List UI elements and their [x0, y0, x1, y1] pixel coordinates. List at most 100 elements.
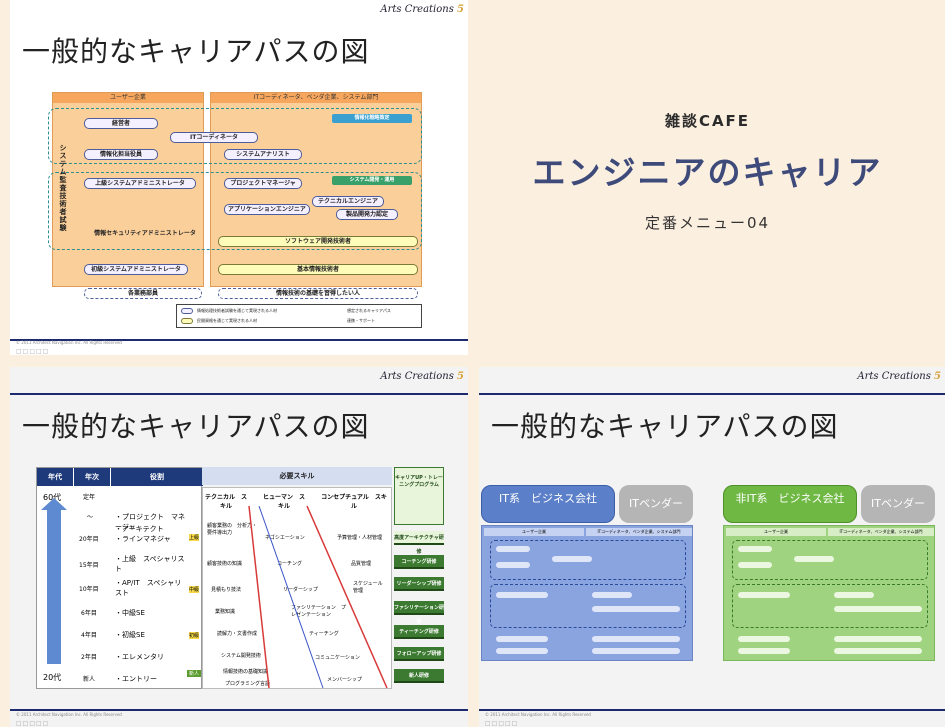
year-2: 20年目 — [79, 536, 99, 543]
strategy-group — [48, 108, 422, 164]
brand-logo: Arts Creations 5 — [380, 371, 464, 382]
beginner-mark-icon: 新人 — [187, 670, 201, 677]
legend-l3: 想定されるキャリアパス — [347, 308, 391, 313]
role-3: ・上級 スペシャリスト — [115, 555, 185, 573]
slide-career-path-diagram[interactable]: Arts Creations 5 一般的なキャリアパスの図 ユーザー企業 ITコ… — [10, 0, 468, 355]
age-top: 60代 — [43, 493, 62, 502]
brand-text: Arts Creations — [380, 4, 454, 15]
pill-software: ソフトウェア開発技術者 — [218, 236, 418, 247]
non-it-mini-right: ITコーディネータ、ベンダ企業、システム部門 — [828, 528, 934, 536]
program-0: 高度アーキテクチャ研修 — [394, 531, 444, 555]
skill-col-2: コンセプチュアル スキル — [321, 494, 387, 510]
role-1: ・アーキテクト — [115, 525, 164, 533]
pill-sysadmin: 上級システムアドミニストレータ — [84, 178, 196, 189]
slide-skill-table[interactable]: Arts Creations 5 一般的なキャリアパスの図 年代 年次 役割 6… — [10, 367, 468, 727]
human-6: メンバーシップ — [327, 677, 362, 683]
program-6: 新人研修 — [394, 669, 444, 683]
head-skill: 必要スキル — [202, 467, 392, 485]
tag-strategy: 情報化戦略策定 — [332, 114, 412, 123]
age-bottom: 20代 — [43, 673, 62, 682]
career-diagram: ユーザー企業 ITコーディネータ、ベンダ企業、システム部門 情報化戦略策定 シス… — [48, 92, 422, 330]
skill-area: テクニカル スキル ヒューマン スキル コンセプチュアル スキル 顧客業務の 分… — [202, 487, 392, 689]
slide-bottom-line — [479, 709, 945, 711]
human-2: リーダーシップ — [283, 587, 318, 593]
vertical-audit-label: システム監査技術者試験 — [59, 144, 67, 232]
year-7: 2年目 — [81, 654, 97, 661]
tech-6: 情報技術の基礎知識 — [223, 669, 269, 675]
year-4: 10年目 — [79, 586, 99, 593]
pill-analyst: システムアナリスト — [224, 149, 302, 160]
pill-learner: 情報技術の基礎を習得したい人 — [218, 288, 418, 299]
col-vendor: ITコーディネータ、ベンダ企業、システム部門 — [210, 92, 422, 287]
level-low: 初級 — [189, 632, 200, 639]
pill-manager: 経営者 — [84, 118, 158, 129]
tech-4: 読解力・文書作成 — [217, 631, 258, 637]
pill-product: 製品開発力認定 — [336, 209, 398, 220]
tech-1: 顧客技術の知識 — [207, 561, 243, 567]
col-user-head: ユーザー企業 — [53, 93, 203, 103]
non-it-company-box: 非IT系 ビジネス会社 — [723, 485, 857, 523]
legend-l1: 情報処理技術者試験を通じて実現される人材 — [197, 308, 277, 313]
age-arrow-head — [41, 498, 67, 510]
pill-pm: プロジェクトマネージャ — [224, 178, 302, 189]
copyright: © 2011 Architect Navigation Inc. All Rig… — [16, 712, 122, 717]
brand-num: 5 — [457, 371, 464, 382]
level-mid: 中級 — [189, 586, 200, 593]
skill-col-0: テクニカル スキル — [205, 494, 248, 510]
concept-1: 品質管理 — [351, 561, 372, 567]
skill-col-1: ヒューマン スキル — [262, 494, 305, 510]
tech-7: プログラミング言語 — [225, 681, 271, 687]
it-mini-left: ユーザー企業 — [484, 528, 584, 536]
heading-title: エンジニアのキャリア — [532, 153, 883, 192]
tech-5: システム開発技術 — [221, 653, 261, 659]
pill-beginner: 初級システムアドミニストレータ — [84, 264, 188, 275]
tech-2: 見積もり技法 — [211, 587, 242, 593]
pill-appeng: アプリケーションエンジニア — [224, 204, 310, 215]
human-1: コーチング — [277, 561, 303, 567]
year-6: 4年目 — [81, 632, 97, 639]
pill-itc: ITコーディネータ — [170, 132, 258, 143]
non-it-vendor-box: ITベンダー — [861, 485, 935, 523]
it-company-box: IT系 ビジネス会社 — [481, 485, 615, 523]
level-high: 上級 — [189, 534, 200, 541]
brand-text: Arts Creations — [380, 371, 454, 382]
slide-title: 一般的なキャリアパスの図 — [491, 410, 839, 443]
program-1: コーチング研修 — [394, 555, 444, 569]
head-role: 役割 — [111, 468, 203, 486]
program-4: ティーチング研修 — [394, 625, 444, 639]
it-mini-diagram: ユーザー企業 ITコーディネータ、ベンダ企業、システム部門 — [481, 525, 693, 661]
pill-security: 情報セキュリティアドミニストレータ — [94, 230, 196, 237]
human-0: ネゴシエーション — [265, 535, 305, 541]
role-0: ・プロジェクト マネージャ — [115, 513, 185, 531]
pill-basic: 基本情報技術者 — [218, 264, 418, 275]
year-1: 〜 — [87, 514, 94, 521]
program-3: ファシリテーション研修 — [394, 601, 444, 625]
role-7: ・エレメンタリ — [115, 653, 164, 661]
heading-menu-label: 定番メニュー04 — [644, 214, 771, 232]
non-it-mini-left: ユーザー企業 — [726, 528, 826, 536]
slide-company-comparison[interactable]: Arts Creations 5 一般的なキャリアパスの図 IT系 ビジネス会社… — [479, 367, 945, 727]
slide-markers: □□□□□ — [16, 348, 50, 355]
age-arrow — [47, 506, 61, 664]
human-5: コミュニケーション — [315, 655, 360, 661]
skill-diagonal-lines — [248, 505, 388, 689]
pill-officer: 情報化担当役員 — [84, 149, 158, 160]
role-2: ・ラインマネジャ — [115, 535, 171, 543]
role-table: 年代 年次 役割 60代 20代 定年 〜 20年目 15年目 10年目 6年目… — [36, 467, 203, 689]
slide-markers: □□□□□ — [16, 720, 50, 727]
heading-area: 雑談CAFE エンジニアのキャリア 定番メニュー04 — [470, 80, 945, 280]
brand-num: 5 — [457, 4, 464, 15]
human-3: ファシリテーション プレゼンテーション — [291, 605, 346, 618]
human-4: ティーチング — [309, 631, 339, 637]
year-8: 新人 — [83, 676, 96, 683]
non-it-mini-diagram: ユーザー企業 ITコーディネータ、ベンダ企業、システム部門 — [723, 525, 935, 661]
year-5: 6年目 — [81, 610, 97, 617]
brand-num: 5 — [934, 371, 941, 382]
program-2: リーダーシップ研修 — [394, 577, 444, 591]
slide-markers: □□□□□ — [485, 720, 519, 727]
slide-bottom-line — [10, 339, 468, 341]
program-head: キャリアUP・トレーニングプログラム — [394, 467, 444, 525]
head-age: 年代 — [37, 468, 73, 486]
copyright: © 2011 Architect Navigation Inc. All Rig… — [16, 340, 122, 345]
